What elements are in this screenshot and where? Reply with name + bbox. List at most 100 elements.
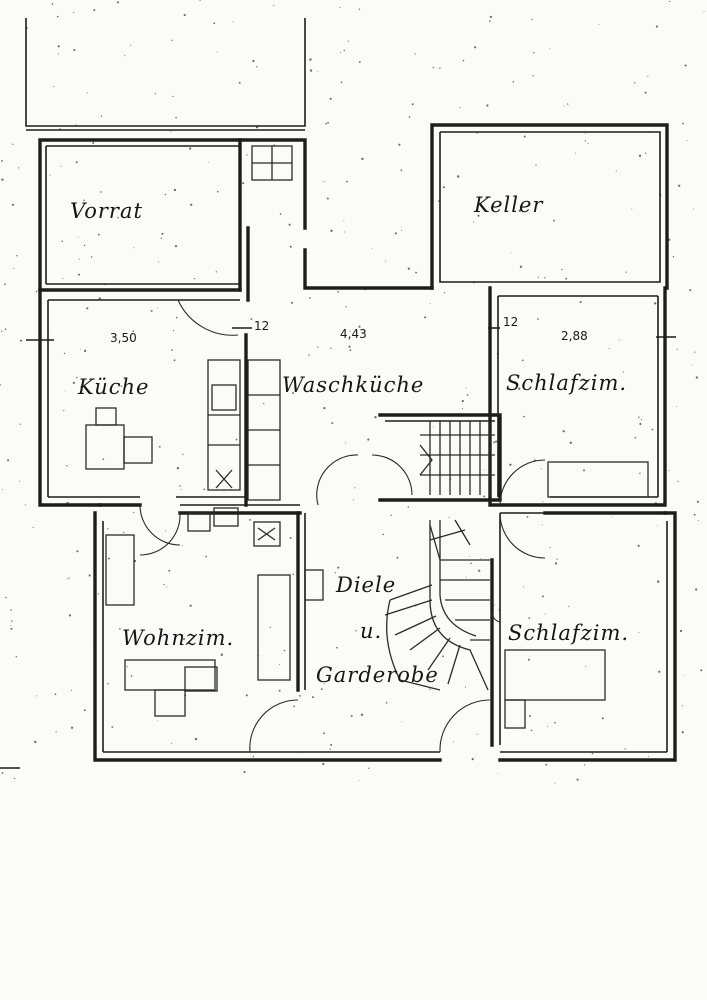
paper-speck (691, 364, 693, 366)
paper-speck (464, 686, 467, 688)
paper-speck (325, 122, 327, 125)
paper-speck (598, 24, 600, 26)
dimension-label: 12 (254, 319, 269, 333)
paper-speck (415, 271, 417, 274)
paper-speck (172, 95, 174, 98)
paper-speck (398, 143, 401, 146)
paper-speck (677, 480, 679, 482)
paper-speck (349, 330, 351, 332)
paper-speck (344, 231, 345, 233)
paper-speck (25, 504, 26, 506)
paper-speck (493, 604, 495, 606)
paper-speck (111, 726, 114, 728)
paper-speck (442, 655, 444, 658)
paper-speck (263, 402, 265, 405)
paper-speck (585, 665, 587, 667)
paper-speck (619, 339, 621, 341)
paper-speck (348, 345, 351, 348)
paper-speck (68, 614, 72, 617)
paper-speck (220, 653, 223, 656)
paper-speck (188, 147, 192, 150)
walls (38, 123, 677, 762)
paper-speck (117, 216, 119, 219)
paper-speck (13, 268, 15, 270)
paper-speck (526, 516, 529, 518)
paper-speck (269, 626, 271, 628)
paper-speck (17, 167, 20, 169)
paper-speck (273, 5, 275, 7)
paper-speck (466, 394, 469, 396)
paper-speck (92, 141, 95, 144)
paper-speck (334, 572, 337, 574)
paper-speck (411, 103, 414, 106)
paper-speck (523, 415, 525, 418)
paper-speck (100, 191, 102, 193)
paper-speck (75, 161, 78, 164)
paper-speck (471, 758, 474, 761)
kitchen-furniture (85, 359, 241, 532)
paper-speck (242, 182, 245, 185)
paper-speck (339, 6, 341, 8)
room-label-wohnzimmer: Wohnzim. (122, 626, 234, 650)
paper-speck (640, 419, 643, 421)
paper-speck (0, 384, 1, 386)
paper-speck (443, 292, 446, 294)
paper-speck (278, 689, 281, 692)
paper-speck (529, 715, 531, 717)
paper-speck (4, 328, 7, 331)
paper-speck (637, 544, 640, 547)
paper-speck (299, 695, 301, 697)
paper-speck (638, 416, 640, 418)
paper-speck (90, 256, 93, 258)
paper-speck (130, 44, 132, 46)
paper-speck (679, 629, 683, 633)
paper-speck (459, 106, 461, 108)
paper-speck (371, 248, 373, 250)
paper-speck (429, 688, 431, 690)
paper-speck (331, 422, 334, 425)
paper-speck (528, 617, 530, 619)
paper-speck (651, 428, 654, 431)
paper-speck (535, 164, 537, 166)
paper-speck (358, 325, 361, 328)
paper-speck (537, 318, 539, 320)
dimension-label: 2,88 (561, 329, 588, 343)
paper-speck (587, 142, 589, 144)
dimension-label: 4,43 (340, 327, 367, 341)
paper-speck (622, 371, 624, 373)
paper-speck (289, 536, 292, 539)
paper-speck (34, 740, 37, 744)
paper-speck (565, 277, 568, 280)
paper-speck (207, 161, 209, 163)
paper-speck (631, 208, 633, 210)
paper-speck (542, 501, 544, 503)
paper-speck (107, 557, 110, 560)
paper-speck (243, 771, 246, 774)
paper-speck (462, 59, 465, 62)
paper-speck (567, 103, 569, 105)
paper-speck (10, 609, 12, 611)
paper-speck (408, 116, 411, 118)
room-label-vorrat: Vorrat (70, 199, 143, 223)
paper-speck (429, 303, 431, 305)
paper-speck (495, 440, 498, 443)
room-label-schlafzimmer-2: Schlafzim. (508, 621, 629, 645)
paper-speck (283, 649, 286, 652)
paper-speck (170, 130, 172, 132)
paper-speck (97, 593, 100, 595)
paper-speck (190, 203, 193, 206)
paper-speck (523, 135, 526, 138)
paper-speck (657, 580, 660, 583)
paper-speck (647, 756, 649, 757)
paper-speck (77, 236, 79, 238)
paper-speck (336, 646, 338, 649)
paper-speck (537, 276, 539, 278)
paper-speck (696, 500, 699, 503)
paper-speck (693, 208, 694, 210)
paper-speck (324, 683, 326, 685)
paper-speck (116, 1, 119, 4)
paper-speck (554, 782, 556, 784)
paper-speck (15, 656, 17, 658)
paper-speck (350, 715, 353, 718)
paper-speck (173, 188, 177, 192)
